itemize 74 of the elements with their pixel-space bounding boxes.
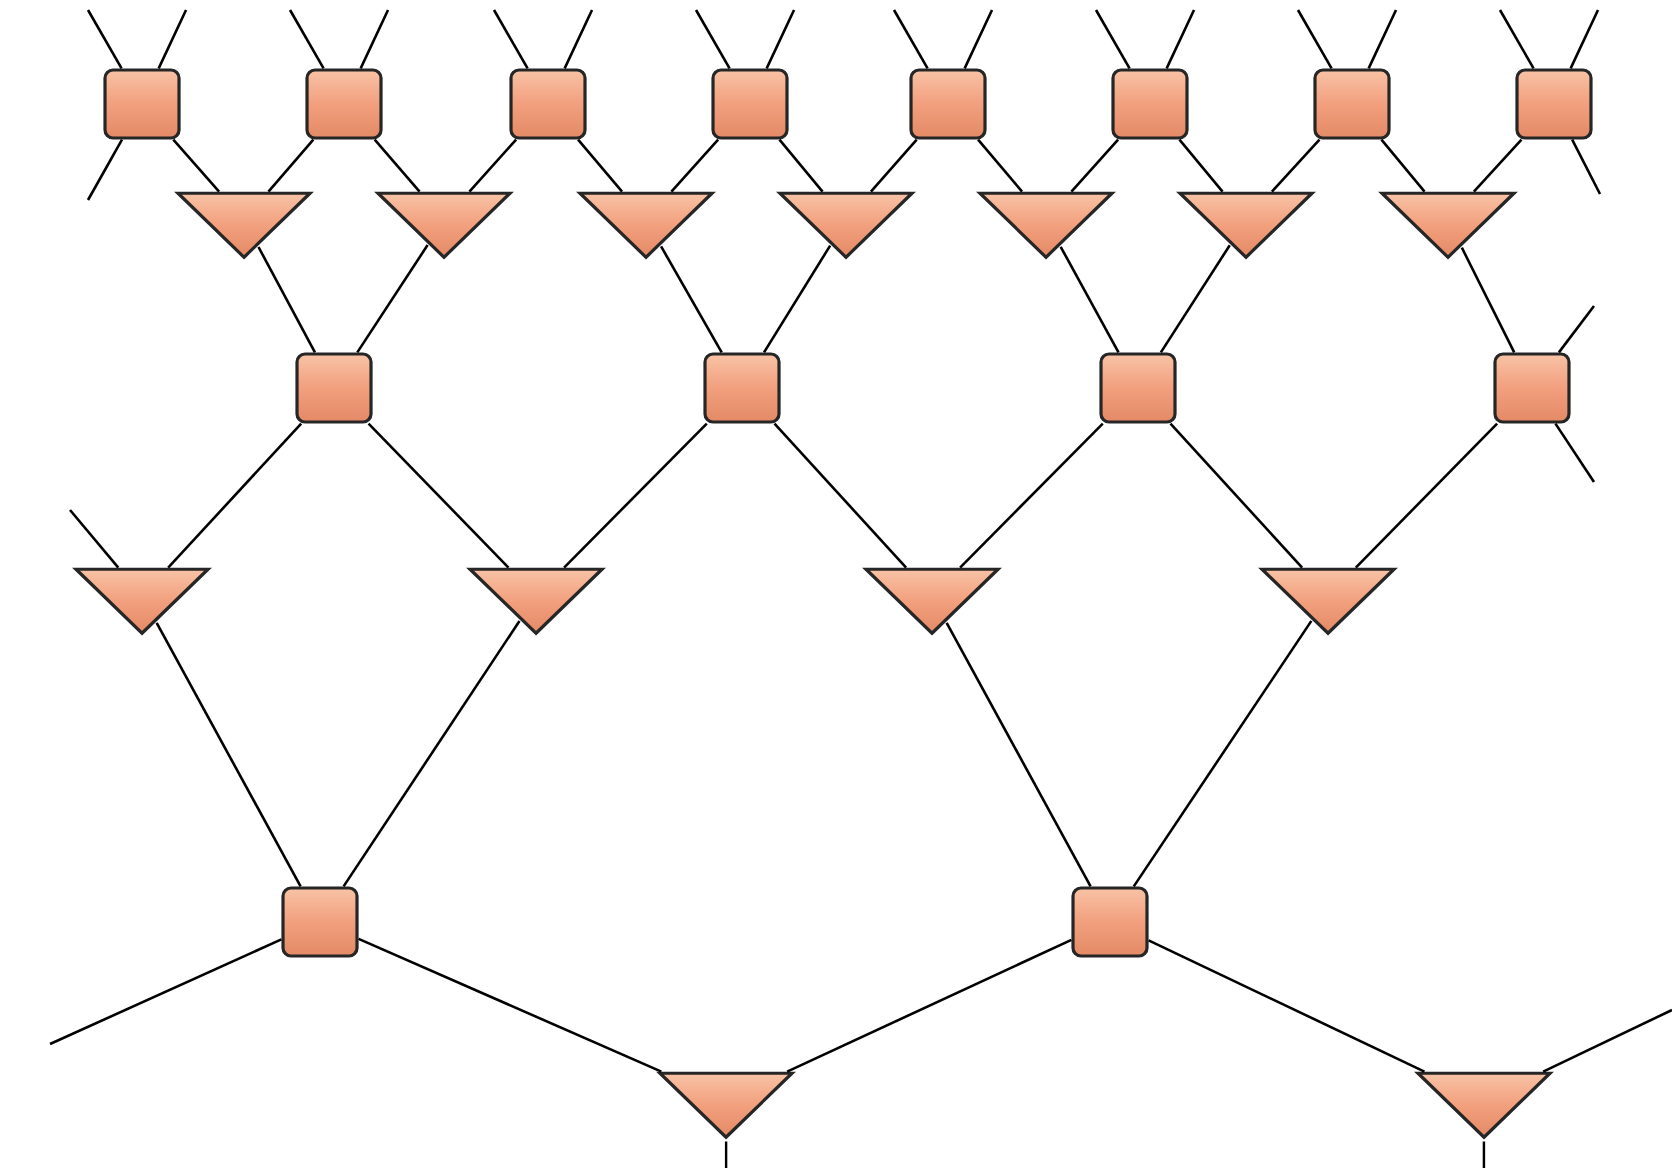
line <box>1367 9 1398 69</box>
line <box>86 138 124 201</box>
line <box>1178 138 1224 193</box>
line <box>786 938 1072 1073</box>
line <box>963 9 994 69</box>
line <box>945 622 1092 887</box>
line <box>724 1141 728 1168</box>
line <box>86 9 123 70</box>
line <box>49 938 282 1046</box>
line <box>577 138 624 193</box>
line <box>869 138 918 193</box>
line <box>342 620 521 888</box>
line <box>367 422 510 569</box>
line <box>778 138 824 193</box>
line <box>773 422 908 569</box>
rounded-square <box>1071 886 1149 958</box>
rounded-square <box>1313 68 1391 140</box>
line <box>765 9 796 69</box>
line <box>1569 9 1600 69</box>
line <box>167 422 303 569</box>
rounded-square <box>103 68 181 140</box>
line <box>670 138 720 193</box>
line <box>1472 138 1523 193</box>
line <box>359 9 390 69</box>
line <box>563 422 708 569</box>
line <box>892 9 929 70</box>
line <box>1354 422 1499 569</box>
line <box>1094 9 1131 70</box>
rounded-square <box>1099 352 1177 424</box>
rounded-square <box>1515 68 1593 140</box>
line <box>288 9 325 70</box>
line <box>659 245 723 354</box>
line <box>762 244 832 354</box>
line <box>1070 138 1120 193</box>
rounded-square <box>295 352 373 424</box>
line <box>694 9 731 70</box>
line <box>977 138 1024 193</box>
rounded-square <box>281 886 359 958</box>
line <box>1542 1008 1672 1073</box>
line <box>1132 620 1313 888</box>
line <box>172 138 221 193</box>
rounded-square <box>1493 352 1571 424</box>
rounded-square <box>711 68 789 140</box>
line <box>1571 139 1602 195</box>
line <box>1498 9 1535 70</box>
line <box>157 9 188 69</box>
line <box>1165 9 1196 69</box>
line <box>1296 9 1333 70</box>
line <box>69 509 120 569</box>
line <box>1059 246 1120 354</box>
rounded-square <box>1111 68 1189 140</box>
line <box>267 138 315 193</box>
line <box>1554 422 1596 483</box>
line <box>1380 138 1426 193</box>
line <box>1159 244 1231 354</box>
rounded-square <box>703 352 781 424</box>
line <box>358 937 662 1073</box>
line <box>1270 138 1321 193</box>
rounded-square <box>509 68 587 140</box>
line <box>1148 939 1425 1073</box>
line <box>959 422 1104 569</box>
line <box>468 138 518 193</box>
line <box>1169 422 1304 569</box>
line <box>155 622 302 887</box>
line <box>1557 305 1596 354</box>
line <box>563 9 594 69</box>
rounded-square <box>305 68 383 140</box>
rounded-square <box>909 68 987 140</box>
line <box>1460 247 1516 353</box>
line <box>492 9 529 70</box>
line <box>373 138 421 193</box>
line <box>257 246 317 353</box>
line <box>356 244 429 354</box>
line <box>1482 1141 1486 1168</box>
